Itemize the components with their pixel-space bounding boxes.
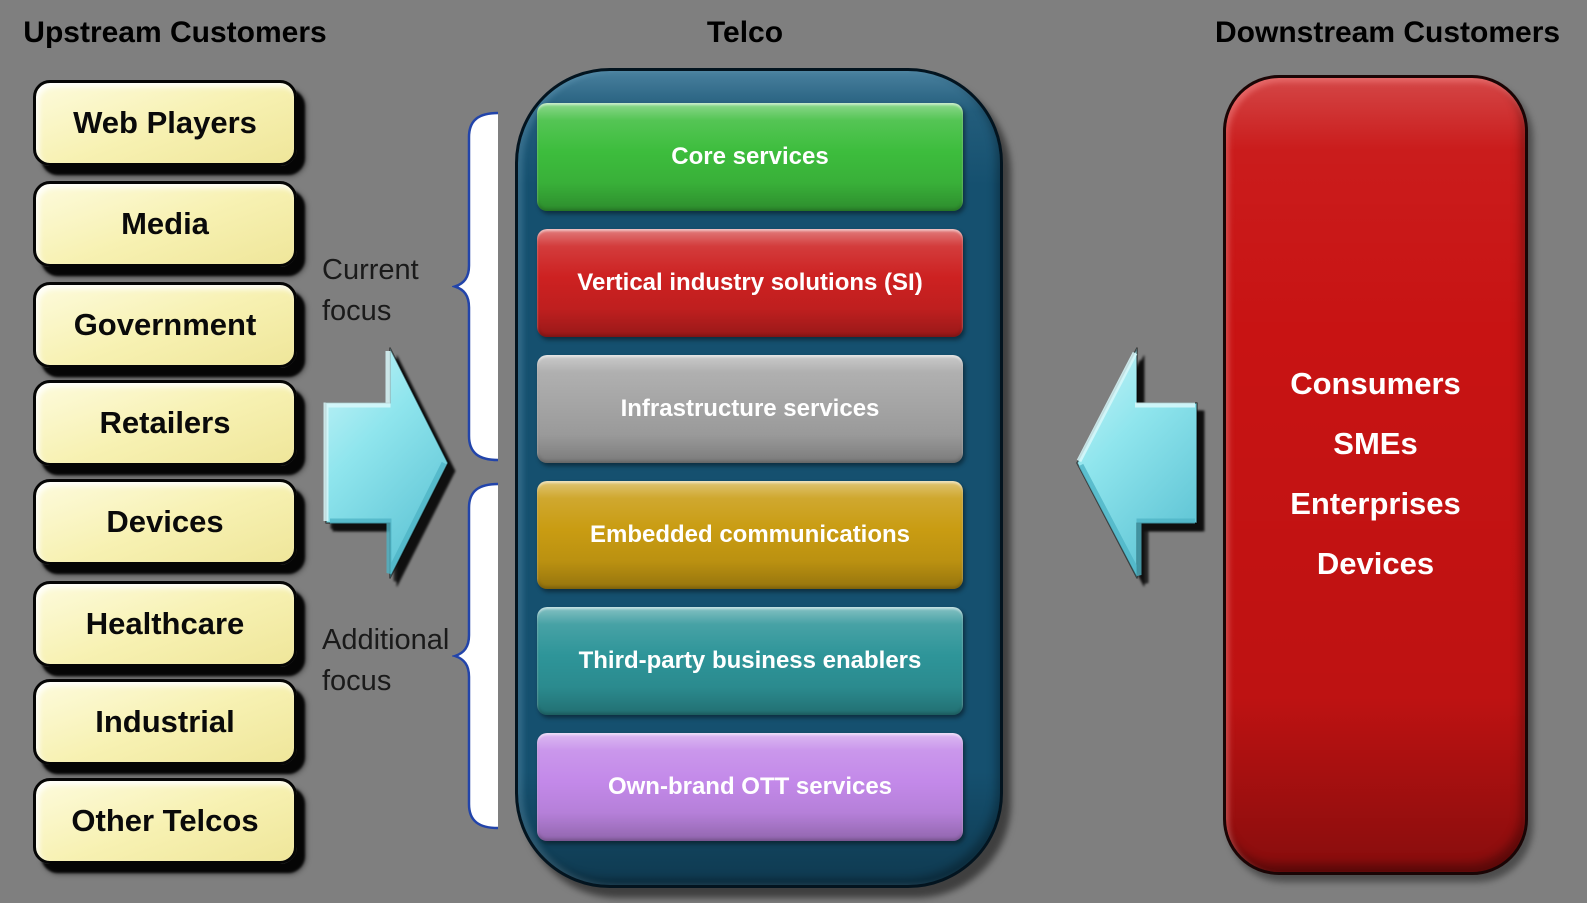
telco-panel: Core services Vertical industry solution…: [515, 68, 1003, 888]
telco-bar-infrastructure: Infrastructure services: [537, 355, 963, 463]
upstream-box-industrial: Industrial: [33, 679, 297, 765]
downstream-item-enterprises: Enterprises: [1290, 486, 1461, 521]
additional-focus-label: Additional focus: [322, 624, 450, 697]
telco-bar-vertical-industry: Vertical industry solutions (SI): [537, 229, 963, 337]
downstream-customers-title: Downstream Customers: [1215, 16, 1561, 49]
upstream-box-retailers: Retailers: [33, 380, 297, 466]
upstream-customers-title: Upstream Customers: [23, 16, 327, 49]
telco-bar-own-brand-ott: Own-brand OTT services: [537, 733, 963, 841]
downstream-segments: Consumers SMEs Enterprises Devices: [1226, 354, 1525, 594]
upstream-box-healthcare: Healthcare: [33, 581, 297, 667]
upstream-box-government: Government: [33, 282, 297, 368]
downstream-item-consumers: Consumers: [1290, 366, 1461, 401]
upstream-box-web-players: Web Players: [33, 80, 297, 166]
telco-title: Telco: [706, 16, 784, 49]
upstream-box-devices: Devices: [33, 479, 297, 565]
telco-bar-third-party-enablers: Third-party business enablers: [537, 607, 963, 715]
downstream-item-smes: SMEs: [1333, 426, 1418, 461]
upstream-box-other-telcos: Other Telcos: [33, 778, 297, 864]
telco-bar-core-services: Core services: [537, 103, 963, 211]
telco-bar-embedded-communications: Embedded communications: [537, 481, 963, 589]
additional-focus-brace-icon: [452, 482, 499, 830]
downstream-box: Consumers SMEs Enterprises Devices: [1223, 75, 1528, 875]
left-arrow-icon: [1076, 347, 1198, 579]
downstream-item-devices: Devices: [1316, 546, 1435, 581]
current-focus-label: Current focus: [322, 254, 419, 327]
right-arrow-icon: [323, 347, 449, 579]
upstream-box-media: Media: [33, 181, 297, 267]
current-focus-brace-icon: [452, 111, 499, 462]
